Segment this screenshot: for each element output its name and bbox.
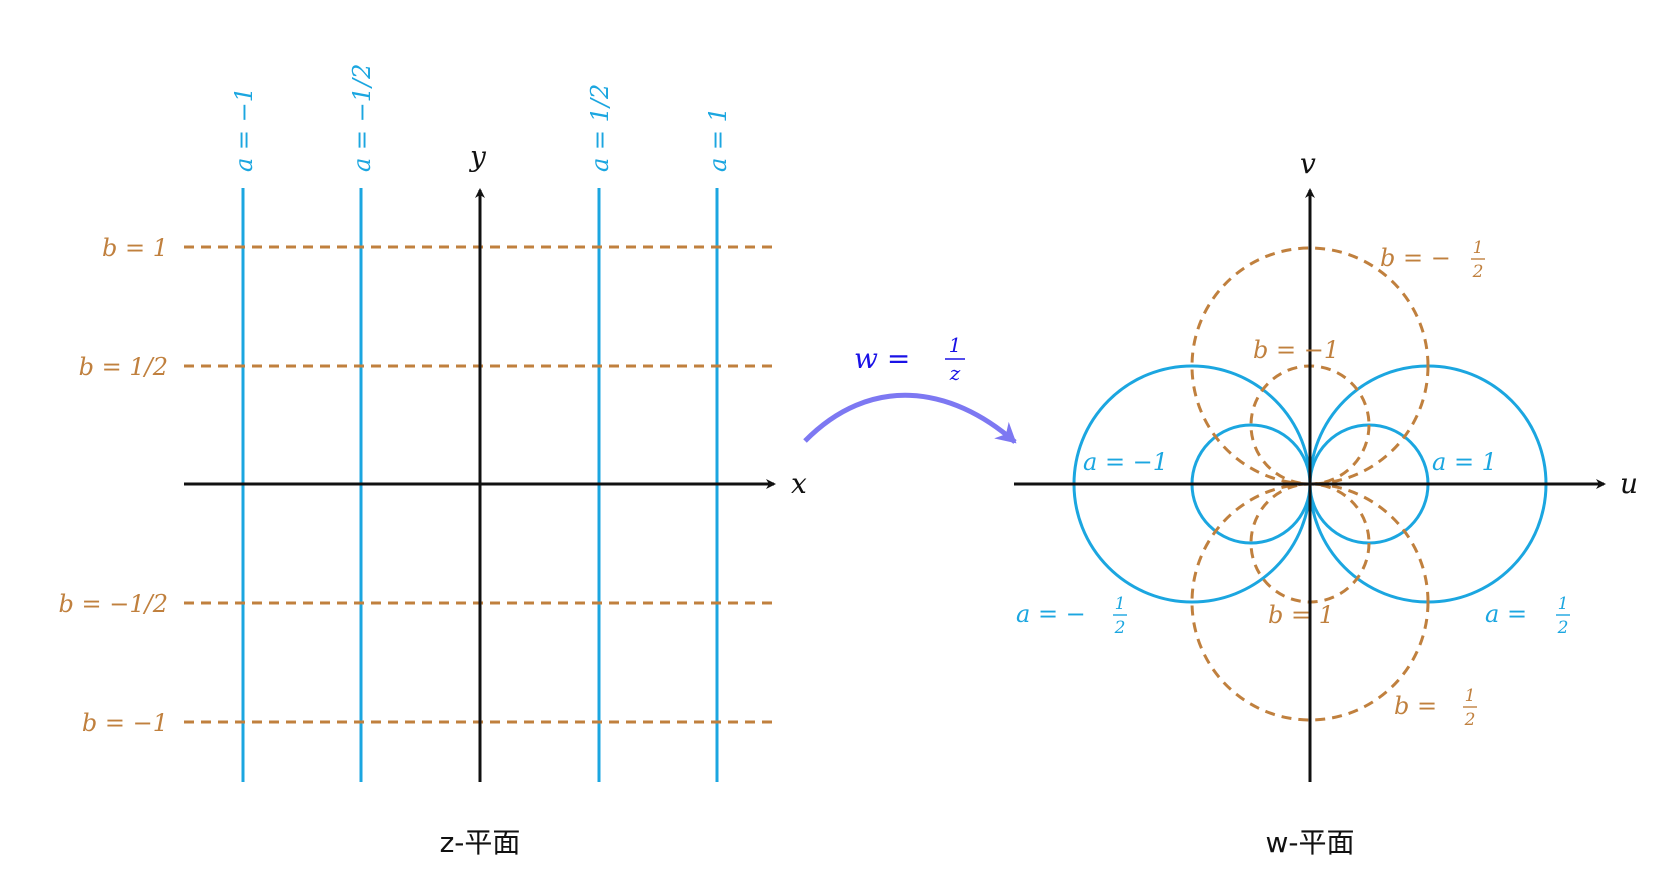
w-a-label-neg-half: a = − 1 2 — [1016, 594, 1127, 638]
mapping-arrow-group: w = 1 z — [803, 333, 1017, 444]
w-a-label-1: a = 1 — [1432, 448, 1497, 476]
w-b-circle-half — [1190, 482, 1430, 722]
w-v-axis-label: v — [1300, 147, 1316, 180]
w-b-label-half-den: 2 — [1464, 710, 1476, 730]
w-b-label-neg-half: b = − 1 2 — [1380, 238, 1485, 282]
mapping-arrow — [803, 392, 1017, 444]
w-plane-caption: w-平面 — [1265, 826, 1354, 859]
z-a-label-1: a = 1 — [704, 107, 732, 172]
mapping-label: w = — [854, 342, 910, 375]
w-u-axis-label: u — [1620, 467, 1638, 500]
w-a-label-half-lhs: a = — [1485, 600, 1527, 628]
z-a-label-half: a = 1/2 — [586, 84, 614, 172]
w-a-label-neg-half-lhs: a = − — [1016, 600, 1086, 628]
w-b-circle-neg-half — [1190, 246, 1430, 486]
w-b-label-neg1: b = −1 — [1253, 336, 1339, 364]
z-a-label-neg-half: a = −1/2 — [348, 64, 376, 172]
w-b-label-half: b = 1 2 — [1394, 686, 1477, 730]
w-a-label-neg-half-num: 1 — [1115, 594, 1126, 614]
z-b-label-half: b = 1/2 — [79, 353, 168, 381]
z-x-axis-label: x — [791, 467, 807, 500]
w-a-label-half-num: 1 — [1558, 594, 1569, 614]
w-plane: u v a = 1 a = −1 a = 1 2 a = − 1 2 b = −… — [1014, 147, 1638, 859]
w-a-label-neg-half-den: 2 — [1114, 618, 1126, 638]
w-b-label-1: b = 1 — [1268, 601, 1334, 629]
w-b-label-half-num: 1 — [1465, 686, 1476, 706]
w-b-label-neg-half-lhs: b = − — [1380, 244, 1451, 272]
w-b-label-half-lhs: b = — [1394, 692, 1437, 720]
z-b-label-neg-half: b = −1/2 — [59, 590, 168, 618]
z-y-axis-label: y — [468, 140, 487, 173]
w-b-label-neg-half-den: 2 — [1472, 262, 1484, 282]
mapping-label-denominator: z — [949, 361, 961, 385]
z-plane: x y a = −1 a = −1/2 a = 1/2 a = 1 b = 1 … — [59, 64, 807, 859]
w-b-label-neg-half-num: 1 — [1473, 238, 1484, 258]
mapping-label-numerator: 1 — [949, 333, 962, 357]
z-a-label-neg1: a = −1 — [230, 87, 258, 172]
z-plane-caption: z-平面 — [440, 826, 521, 859]
w-a-label-half-den: 2 — [1557, 618, 1569, 638]
w-a-label-neg1: a = −1 — [1083, 448, 1168, 476]
z-b-label-neg1: b = −1 — [82, 709, 168, 737]
w-a-label-half: a = 1 2 — [1485, 594, 1570, 638]
z-b-label-1: b = 1 — [102, 234, 168, 262]
